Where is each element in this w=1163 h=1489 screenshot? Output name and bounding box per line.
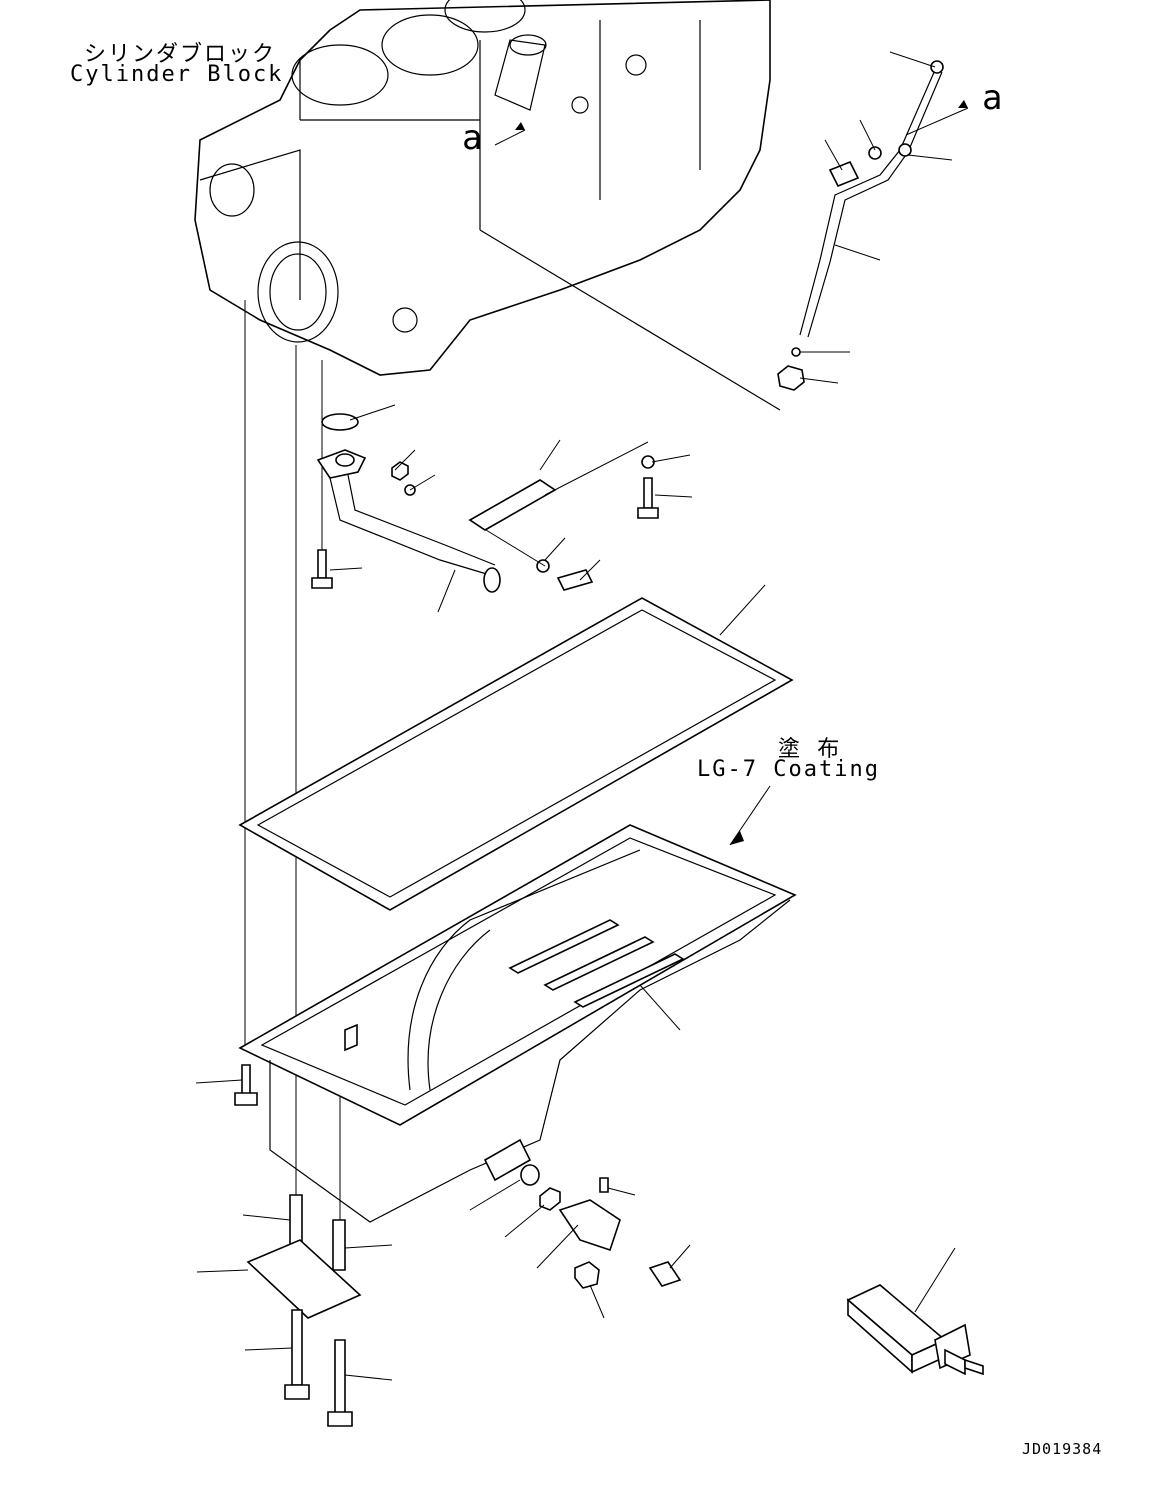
drawing-id: JD019384	[1022, 1440, 1103, 1458]
oil-suction-pipe	[311, 404, 693, 613]
cylinder-block-label-jp: シリンダブロック	[84, 42, 277, 67]
cylinder-block	[194, 0, 781, 411]
view-a-label-right: a	[982, 78, 1003, 118]
oil-pan	[238, 785, 797, 1223]
coating-label-en: LG-7 Coating	[697, 757, 880, 782]
view-arrow-block	[494, 122, 526, 146]
special-tool	[846, 1247, 984, 1376]
oil-pan-gasket	[238, 584, 794, 911]
pan-fasteners	[195, 1064, 691, 1427]
coating-label-jp: 塗 布	[778, 737, 842, 762]
cylinder-block-label-en: Cylinder Block	[70, 62, 284, 87]
view-a-label-left: a	[462, 118, 483, 158]
dipstick-assembly	[777, 51, 969, 391]
